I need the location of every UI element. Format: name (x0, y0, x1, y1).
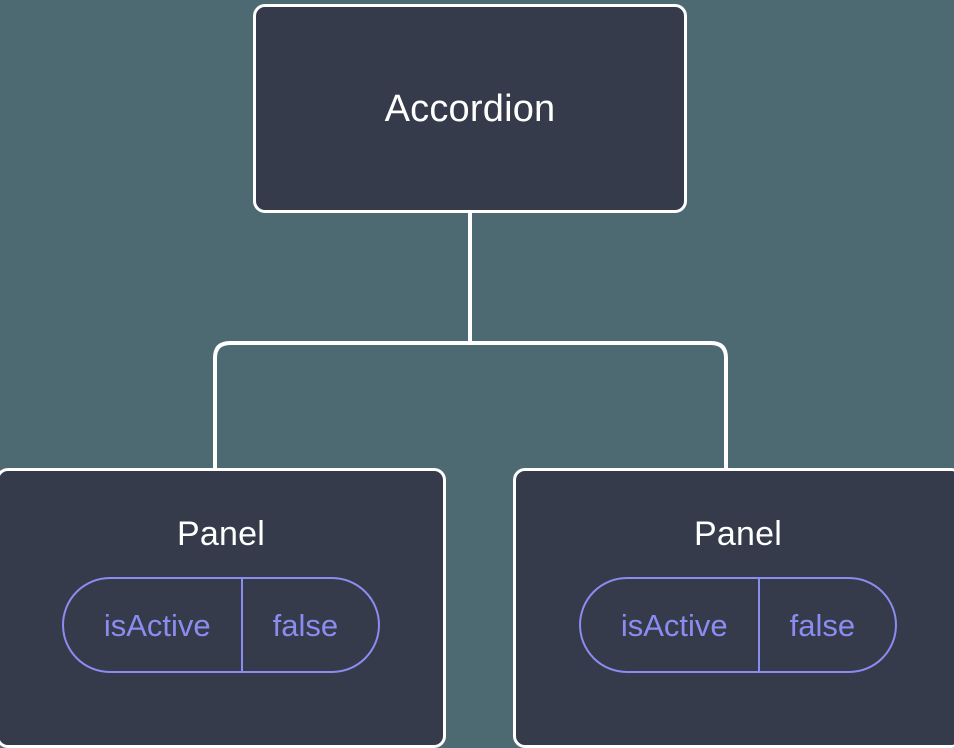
connector-branch-right (470, 341, 728, 470)
node-panel-2-prop-key: isActive (620, 607, 728, 643)
node-panel-1[interactable]: Panel isActive false (0, 468, 446, 748)
node-panel-2-prop-value: false (757, 579, 895, 671)
node-accordion[interactable]: Accordion (253, 4, 687, 213)
connector-branch-left (213, 341, 470, 470)
node-accordion-label: Accordion (384, 87, 556, 130)
node-panel-2-prop-badge[interactable]: isActive false (578, 577, 898, 673)
node-panel-2[interactable]: Panel isActive false (513, 468, 954, 748)
node-panel-1-prop-key: isActive (103, 607, 211, 643)
node-panel-1-label: Panel (177, 515, 265, 553)
node-panel-2-label: Panel (694, 515, 782, 553)
node-panel-1-prop-value: false (240, 579, 378, 671)
node-panel-1-prop-badge[interactable]: isActive false (61, 577, 381, 673)
